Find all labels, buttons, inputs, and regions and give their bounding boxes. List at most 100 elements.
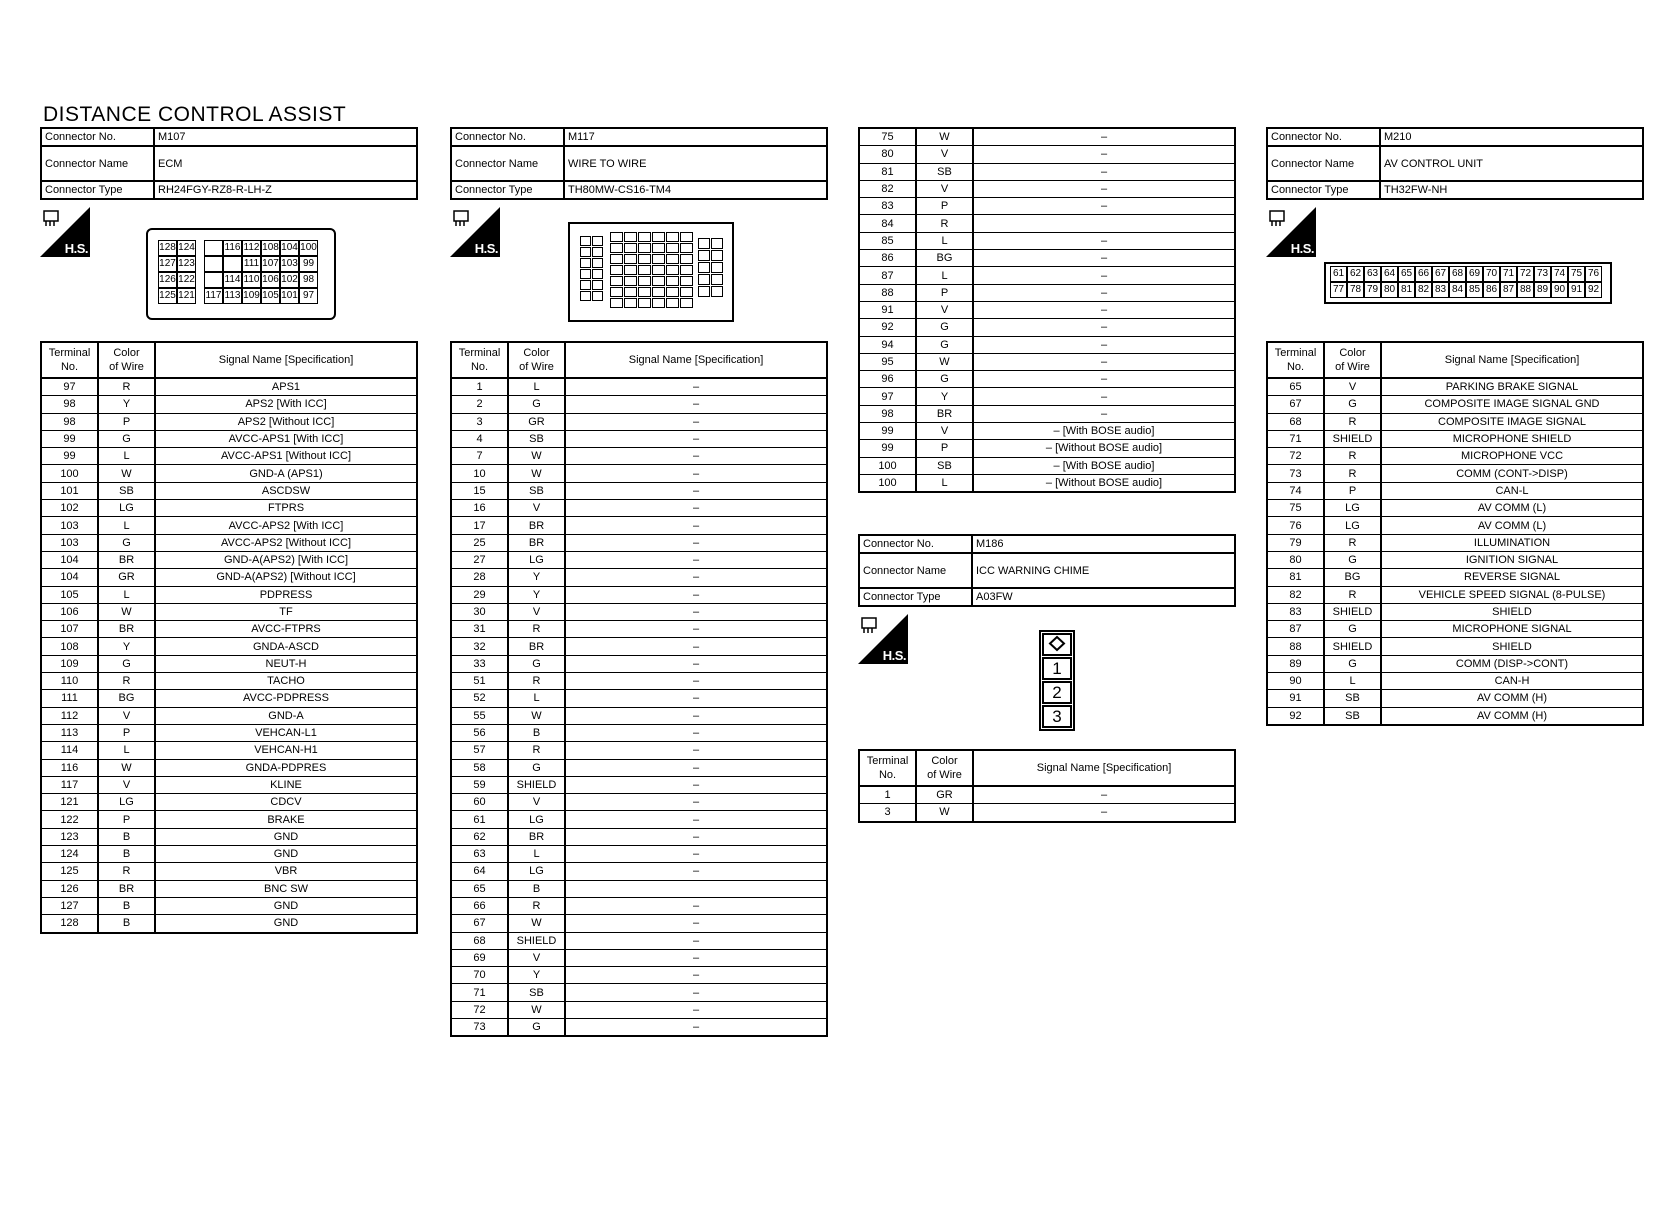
signal-name: GND xyxy=(154,896,418,916)
terminal-no: 91 xyxy=(858,300,917,320)
terminal-no: 99 xyxy=(858,439,917,458)
pin-cell xyxy=(610,276,623,286)
wire-color: BR xyxy=(97,879,156,898)
wire-color: LG xyxy=(97,793,156,812)
pin-cell: 122 xyxy=(177,272,196,288)
pin-cell: 114 xyxy=(223,272,242,288)
terminal-no: 68 xyxy=(450,931,509,950)
terminal-no: 99 xyxy=(858,422,917,441)
signal-name: – xyxy=(564,585,828,604)
wire-color: SB xyxy=(915,162,974,181)
terminal-no: 103 xyxy=(40,533,99,552)
signal-name: GND xyxy=(154,827,418,847)
pin-cell xyxy=(592,258,603,268)
connector-no-value: M117 xyxy=(563,127,828,147)
pin-cell: 65 xyxy=(1398,266,1415,282)
terminal-no: 76 xyxy=(1266,516,1325,535)
terminal-no: 58 xyxy=(450,758,509,777)
wire-color: V xyxy=(97,775,156,795)
terminal-no: 72 xyxy=(450,1000,509,1019)
pin-cell xyxy=(666,243,679,253)
pin-cell xyxy=(204,256,223,272)
terminal-no: 83 xyxy=(1266,602,1325,622)
pin-cell xyxy=(610,265,623,275)
signal-name xyxy=(972,214,1236,233)
pin-cell xyxy=(652,254,665,264)
terminal-no: 10 xyxy=(450,464,509,483)
terminal-no: 63 xyxy=(450,845,509,864)
hs-label: H.S. xyxy=(474,241,499,256)
pin-cell xyxy=(610,254,623,264)
terminal-no: 100 xyxy=(40,464,99,483)
pin-cell xyxy=(624,298,637,308)
terminal-no: 100 xyxy=(858,473,917,493)
wire-color: Y xyxy=(507,966,566,985)
wire-color: G xyxy=(97,654,156,674)
connector-icon xyxy=(861,617,877,633)
wire-color: LG xyxy=(507,862,566,881)
pin-cell: 111 xyxy=(242,256,261,272)
terminal-no: 57 xyxy=(450,741,509,760)
terminal-no: 67 xyxy=(450,914,509,933)
wire-color: SB xyxy=(507,481,566,501)
wire-color: G xyxy=(1323,654,1382,674)
terminal-no: 126 xyxy=(40,879,99,898)
connector-icon xyxy=(453,210,469,226)
wire-color: B xyxy=(97,896,156,916)
hs-badge: H.S. xyxy=(858,614,908,664)
signal-name: – xyxy=(972,785,1236,805)
signal-name: – xyxy=(972,370,1236,389)
pin-cell: 101 xyxy=(280,288,299,304)
terminal-no: 15 xyxy=(450,481,509,501)
wire-color: Y xyxy=(97,395,156,414)
wire-color: LG xyxy=(507,810,566,829)
signal-name: – xyxy=(564,983,828,1002)
terminal-no: 3 xyxy=(858,803,917,823)
pin-cell: 75 xyxy=(1568,266,1585,282)
signal-name: – xyxy=(972,318,1236,337)
terminal-no: 82 xyxy=(858,179,917,199)
pin-cell: 83 xyxy=(1432,282,1449,298)
signal-name: – xyxy=(564,620,828,639)
terminal-no: 109 xyxy=(40,654,99,674)
terminal-no: 88 xyxy=(1266,637,1325,656)
terminal-no: 114 xyxy=(40,741,99,760)
signal-name: PDPRESS xyxy=(154,585,418,604)
terminal-no: 108 xyxy=(40,637,99,656)
wire-color: LG xyxy=(1323,516,1382,535)
terminal-no: 111 xyxy=(40,689,99,708)
signal-name: NEUT-H xyxy=(154,654,418,674)
terminal-no: 62 xyxy=(450,827,509,847)
terminal-no: 55 xyxy=(450,706,509,725)
pin-cell xyxy=(652,232,665,242)
signal-name: ASCDSW xyxy=(154,481,418,501)
pin-cell: 105 xyxy=(261,288,280,304)
signal-name: – xyxy=(972,266,1236,285)
pin-cell: 81 xyxy=(1398,282,1415,298)
pin-cell: 79 xyxy=(1364,282,1381,298)
signal-name: TF xyxy=(154,602,418,622)
signal-name: – xyxy=(564,654,828,674)
wire-color: P xyxy=(915,439,974,458)
signal-name: – xyxy=(972,352,1236,372)
terminal-no: 103 xyxy=(40,516,99,535)
wire-color: P xyxy=(1323,481,1382,501)
